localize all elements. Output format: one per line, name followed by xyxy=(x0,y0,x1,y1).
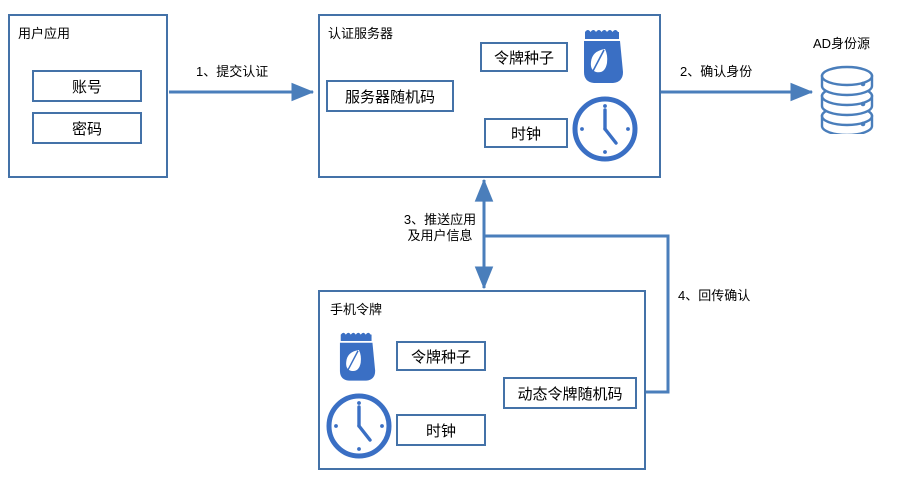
panel-phone-token-title: 手机令牌 xyxy=(330,302,383,317)
flow-1-label: 1、提交认证 xyxy=(196,64,269,79)
panel-auth-server-title: 认证服务器 xyxy=(328,26,394,41)
box-auth-clock[interactable]: 时钟 xyxy=(484,118,568,148)
ad-source-label: AD身份源 xyxy=(813,36,871,51)
box-server-random-code[interactable]: 服务器随机码 xyxy=(326,80,454,112)
flow-2-label: 2、确认身份 xyxy=(680,64,753,79)
box-password[interactable]: 密码 xyxy=(32,112,142,144)
database-icon xyxy=(818,58,876,137)
clock-icon xyxy=(571,95,639,163)
flow-3-label-line2: 及用户信息 xyxy=(407,228,473,243)
box-account[interactable]: 账号 xyxy=(32,70,142,102)
seed-packet-icon xyxy=(573,28,635,90)
panel-user-app-title: 用户应用 xyxy=(18,26,71,41)
seed-packet-icon xyxy=(330,330,386,388)
box-auth-token-seed[interactable]: 令牌种子 xyxy=(480,42,568,72)
clock-icon xyxy=(325,392,393,460)
box-dynamic-token-code[interactable]: 动态令牌随机码 xyxy=(503,377,637,409)
flow-3-label: 3、推送应用 及用户信息 xyxy=(388,212,492,244)
box-token-seed[interactable]: 令牌种子 xyxy=(396,341,486,371)
box-token-clock[interactable]: 时钟 xyxy=(396,414,486,446)
flow-4-label: 4、回传确认 xyxy=(678,288,751,303)
flow-3-label-line1: 3、推送应用 xyxy=(403,212,477,227)
